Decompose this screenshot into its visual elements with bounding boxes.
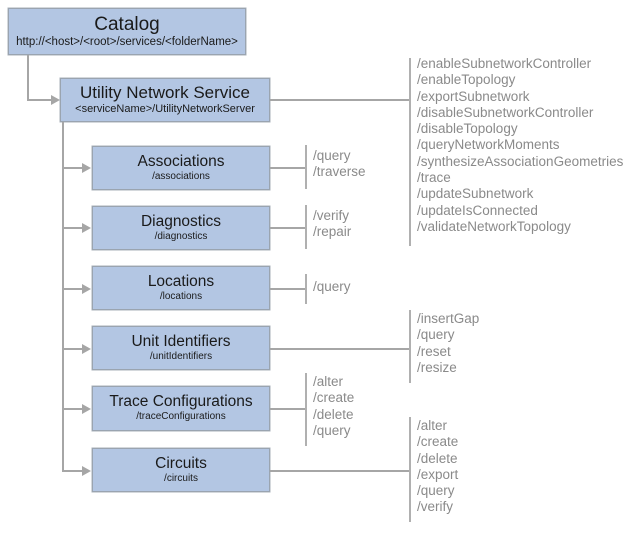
operation-item[interactable]: /alter <box>313 374 344 389</box>
operation-item[interactable]: /synthesizeAssociationGeometries <box>417 153 624 169</box>
operation-item[interactable]: /enableTopology <box>417 72 516 88</box>
node-circuits-path: /circuits <box>164 472 198 484</box>
connector-catalog-right <box>27 99 53 101</box>
operation-item[interactable]: /trace <box>417 170 451 186</box>
node-service-title: Utility Network Service <box>79 83 251 103</box>
arrow-to-child <box>82 344 91 354</box>
operation-item[interactable]: /validateNetworkTopology <box>417 218 571 234</box>
connector-trace-configurations-operations <box>270 408 306 410</box>
node-locations-title: Locations <box>147 272 215 290</box>
operation-item[interactable]: /updateIsConnected <box>417 202 538 218</box>
operation-item[interactable]: /verify <box>313 208 350 223</box>
node-diagnostics[interactable]: Diagnostics /diagnostics <box>92 206 270 250</box>
node-associations-title: Associations <box>137 152 225 170</box>
node-circuits-title: Circuits <box>155 454 207 472</box>
arrow-to-child <box>82 404 91 414</box>
bracket-diagnostics-operations <box>305 205 307 249</box>
operation-item[interactable]: /traverse <box>313 164 366 180</box>
operation-item[interactable]: /reset <box>417 343 451 359</box>
node-catalog[interactable]: Catalog http://<host>/<root>/services/<f… <box>8 8 246 55</box>
operation-item[interactable]: /updateSubnetwork <box>417 186 534 202</box>
operation-item[interactable]: /queryNetworkMoments <box>417 137 560 153</box>
node-trace-configurations-path: /traceConfigurations <box>136 411 226 423</box>
operation-item[interactable]: /delete <box>417 450 458 466</box>
operation-item[interactable]: /delete <box>313 406 354 422</box>
connector-catalog-down <box>27 55 29 101</box>
operation-item[interactable]: /repair <box>313 224 352 240</box>
arrow-to-child <box>82 223 91 233</box>
node-catalog-path: http://<host>/<root>/services/<folderNam… <box>16 36 238 49</box>
connector-associations-operations <box>270 167 306 169</box>
operation-item[interactable]: /create <box>417 434 459 450</box>
operation-item[interactable]: /query <box>313 148 351 163</box>
arrow-to-child <box>82 284 91 294</box>
node-trace-configurations-title: Trace Configurations <box>109 393 253 411</box>
operation-item[interactable]: /query <box>313 422 351 438</box>
operation-item[interactable]: /query <box>417 483 455 499</box>
arrow-to-child <box>82 163 91 173</box>
connector-unit-identifiers-operations <box>270 348 410 350</box>
node-locations-path: /locations <box>159 290 203 302</box>
bracket-trace-configurations-operations <box>305 373 307 446</box>
bracket-associations-operations <box>305 145 307 189</box>
operation-item[interactable]: /enableSubnetworkController <box>417 56 592 71</box>
node-circuits[interactable]: Circuits /circuits <box>92 448 270 492</box>
node-catalog-title: Catalog <box>94 13 160 35</box>
node-locations[interactable]: Locations /locations <box>92 266 270 310</box>
node-service-path: <serviceName>/UtilityNetworkServer <box>75 103 255 116</box>
connector-service-operations <box>270 99 410 101</box>
operation-item[interactable]: /disableSubnetworkController <box>417 104 594 120</box>
arrow-to-service <box>51 95 60 105</box>
connector-child-stub <box>62 348 84 350</box>
node-trace-configurations[interactable]: Trace Configurations /traceConfiguration… <box>92 386 270 431</box>
operation-item[interactable]: /exportSubnetwork <box>417 88 530 104</box>
bracket-unit-identifiers-operations <box>409 310 411 383</box>
connector-trunk <box>62 122 64 470</box>
node-unit-identifiers[interactable]: Unit Identifiers /unitIdentifiers <box>92 326 270 370</box>
operation-list-locations: /query <box>313 279 351 295</box>
operation-item[interactable]: /query <box>313 279 351 294</box>
connector-child-stub <box>62 408 84 410</box>
connector-child-stub <box>62 167 84 169</box>
operation-list-associations: /query /traverse <box>313 148 366 181</box>
node-utility-network-service[interactable]: Utility Network Service <serviceName>/Ut… <box>60 78 270 122</box>
operation-item[interactable]: /export <box>417 466 459 482</box>
operation-item[interactable]: /alter <box>417 418 448 433</box>
connector-child-stub <box>62 288 84 290</box>
arrow-to-child <box>82 466 91 476</box>
node-associations[interactable]: Associations /associations <box>92 146 270 190</box>
operation-item[interactable]: /create <box>313 390 355 406</box>
operation-item[interactable]: /resize <box>417 359 457 375</box>
operation-list-diagnostics: /verify /repair <box>313 208 351 241</box>
connector-diagnostics-operations <box>270 227 306 229</box>
connector-child-stub <box>62 470 84 472</box>
node-diagnostics-title: Diagnostics <box>140 212 222 230</box>
node-unit-identifiers-title: Unit Identifiers <box>131 332 231 350</box>
operation-list-unit-identifiers: /insertGap /query /reset /resize <box>417 311 479 376</box>
operation-list-circuits: /alter /create /delete /export /query /v… <box>417 418 458 516</box>
operation-item[interactable]: /verify <box>417 499 454 515</box>
connector-child-stub <box>62 227 84 229</box>
connector-locations-operations <box>270 288 306 290</box>
bracket-service-operations <box>409 58 411 246</box>
connector-circuits-operations <box>270 470 410 472</box>
bracket-circuits-operations <box>409 417 411 522</box>
operation-item[interactable]: /insertGap <box>417 311 480 326</box>
operation-item[interactable]: /query <box>417 327 455 343</box>
node-associations-path: /associations <box>152 170 210 182</box>
node-unit-identifiers-path: /unitIdentifiers <box>149 350 213 362</box>
operation-item[interactable]: /disableTopology <box>417 121 518 137</box>
operation-list-service: /enableSubnetworkController /enableTopol… <box>417 56 623 235</box>
bracket-locations-operations <box>305 274 307 304</box>
operation-list-trace-configurations: /alter /create /delete /query <box>313 374 354 439</box>
node-diagnostics-path: /diagnostics <box>154 230 208 242</box>
